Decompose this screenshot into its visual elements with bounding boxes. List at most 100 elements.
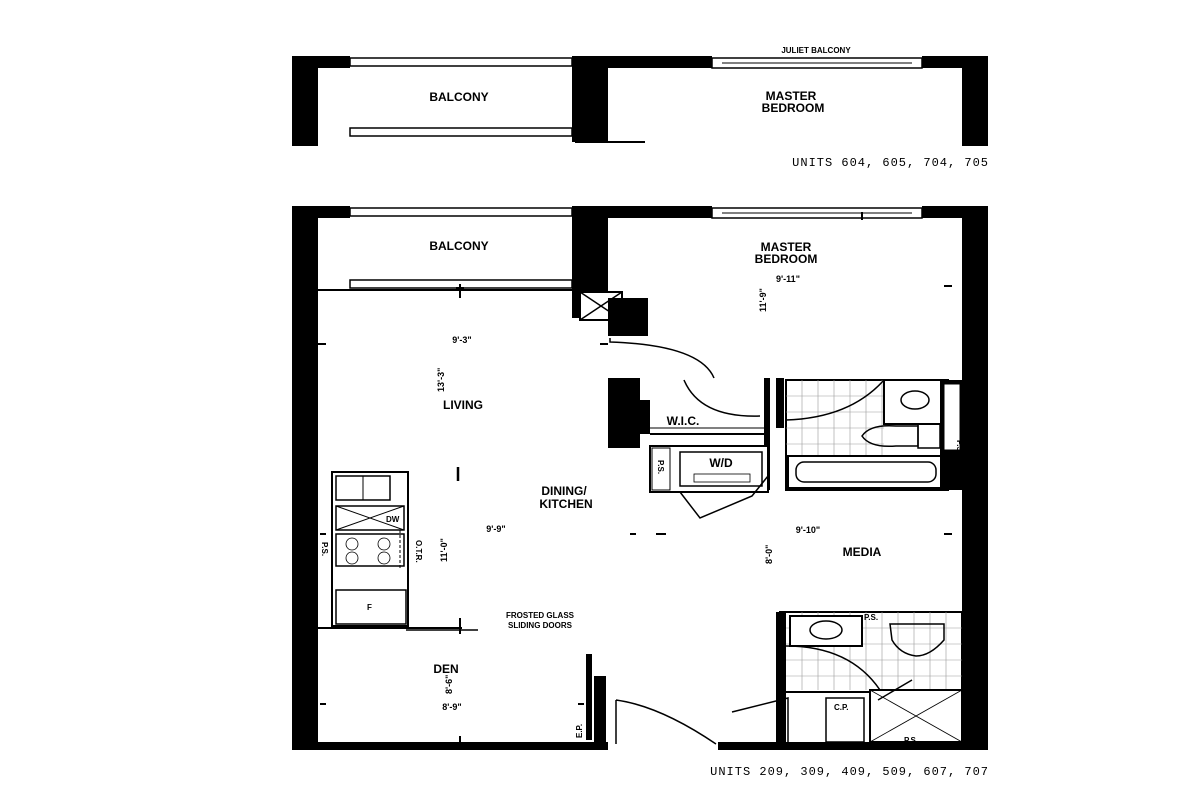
- dining-kitchen-label: DINING/: [541, 484, 587, 498]
- dw-label: DW: [386, 515, 400, 524]
- kitchen: DW F P.S. O.T.R.: [320, 471, 423, 627]
- cooktop: [335, 533, 405, 567]
- wall: [608, 298, 648, 336]
- pipe-space: [651, 447, 671, 491]
- wall: [776, 612, 786, 690]
- wall: [292, 56, 318, 146]
- balcony-window: [349, 57, 573, 67]
- burner: [377, 537, 391, 551]
- sink: [809, 620, 843, 640]
- den-width: 8'-9": [442, 702, 461, 712]
- wd-label: W/D: [709, 456, 733, 470]
- wall: [608, 378, 640, 448]
- wall: [862, 742, 988, 750]
- bathroom-1: P.S.: [785, 379, 964, 491]
- bedroom-window: [711, 207, 923, 219]
- appliance-detail: [693, 473, 751, 483]
- cp-label: C.P.: [834, 703, 849, 712]
- otr-label: O.T.R.: [414, 540, 423, 563]
- wall: [292, 206, 318, 750]
- balcony-railing: [349, 127, 573, 137]
- dishwasher: [335, 505, 405, 531]
- wall: [292, 56, 350, 68]
- closet: [825, 697, 865, 743]
- vanity: [883, 379, 947, 425]
- juliet-balcony-label: JULIET BALCONY: [781, 46, 851, 55]
- sink: [900, 390, 930, 410]
- bathtub: [787, 455, 945, 489]
- pipe-space-label: P.S.: [320, 542, 329, 556]
- wall: [764, 378, 770, 490]
- closet-doors: [679, 475, 769, 519]
- units-caption-main: UNITS 209, 309, 409, 509, 607, 707: [710, 765, 989, 779]
- shower-door: [877, 679, 913, 701]
- washer-dryer: [679, 451, 763, 487]
- dining-kitchen-label: KITCHEN: [539, 497, 592, 511]
- balcony-label: BALCONY: [429, 239, 488, 253]
- balcony-window: [349, 207, 573, 217]
- door-swing: [785, 645, 881, 691]
- master-bedroom-label: BEDROOM: [755, 252, 818, 266]
- closet-door: [731, 697, 789, 742]
- burner: [345, 537, 359, 551]
- wall: [636, 400, 650, 434]
- fridge-label: F: [367, 603, 372, 612]
- pipe-space-label: P.S.: [864, 613, 878, 622]
- wall: [776, 378, 784, 428]
- wall: [586, 654, 592, 740]
- wall: [922, 206, 988, 218]
- entry-door: [615, 699, 717, 745]
- den-depth: 8'-6": [444, 675, 454, 694]
- shower-x: [869, 689, 963, 743]
- wic-label: W.I.C.: [667, 414, 700, 428]
- door-swing: [609, 338, 715, 379]
- den-label: DEN: [433, 662, 458, 676]
- wall: [292, 206, 350, 218]
- duct-x: [579, 291, 623, 321]
- wall: [776, 690, 786, 742]
- wall: [572, 56, 608, 142]
- burner: [377, 551, 391, 565]
- master-bedroom-label: MASTER: [761, 240, 812, 254]
- living-depth: 13'-3": [436, 368, 446, 392]
- balcony-label: BALCONY: [429, 90, 488, 104]
- wall: [962, 206, 988, 750]
- burner: [345, 551, 359, 565]
- door-swing: [785, 379, 885, 421]
- master-bedroom-width: 9'-11": [776, 274, 800, 284]
- wall: [594, 676, 606, 746]
- bathtub-inner: [795, 461, 937, 483]
- master-bedroom-label: MASTER: [766, 89, 817, 103]
- ep-label: E.P.: [575, 724, 584, 738]
- master-bedroom-depth: 11'-9": [758, 288, 768, 312]
- pipe-space-label: P.S.: [904, 736, 918, 745]
- sliding-doors-label: SLIDING DOORS: [508, 621, 573, 630]
- main-plan: P.S. P.S. W/D DW F: [292, 206, 989, 779]
- fridge: [335, 589, 407, 625]
- living-width: 9'-3": [452, 335, 471, 345]
- media-depth: 8'-0": [764, 545, 774, 564]
- door-swing: [683, 379, 761, 417]
- dining-depth: 11'-0": [439, 538, 449, 562]
- units-caption-top: UNITS 604, 605, 704, 705: [792, 156, 989, 170]
- laundry: P.S. W/D: [649, 445, 769, 519]
- pipe-space-label: P.S.: [656, 460, 665, 474]
- counter: [331, 471, 409, 627]
- media-label: MEDIA: [843, 545, 882, 559]
- media-width: 9'-10": [796, 525, 820, 535]
- bathroom-2: C.P. P.S. P.S.: [731, 611, 963, 745]
- top-plan: BALCONY JULIET BALCONY MASTER BEDROOM UN…: [292, 46, 989, 170]
- juliet-window: [711, 57, 923, 69]
- wall: [718, 742, 868, 750]
- living-label: LIVING: [443, 398, 483, 412]
- toilet: [889, 623, 945, 657]
- tile-grid: [786, 380, 884, 456]
- master-bedroom-label: BEDROOM: [762, 101, 825, 115]
- pipe-space-label: P.S.: [955, 440, 964, 454]
- wall: [962, 56, 988, 146]
- dimension-ticks: [318, 212, 952, 744]
- wall: [318, 742, 608, 750]
- dw-x: [335, 505, 405, 531]
- dining-width: 9'-9": [486, 524, 505, 534]
